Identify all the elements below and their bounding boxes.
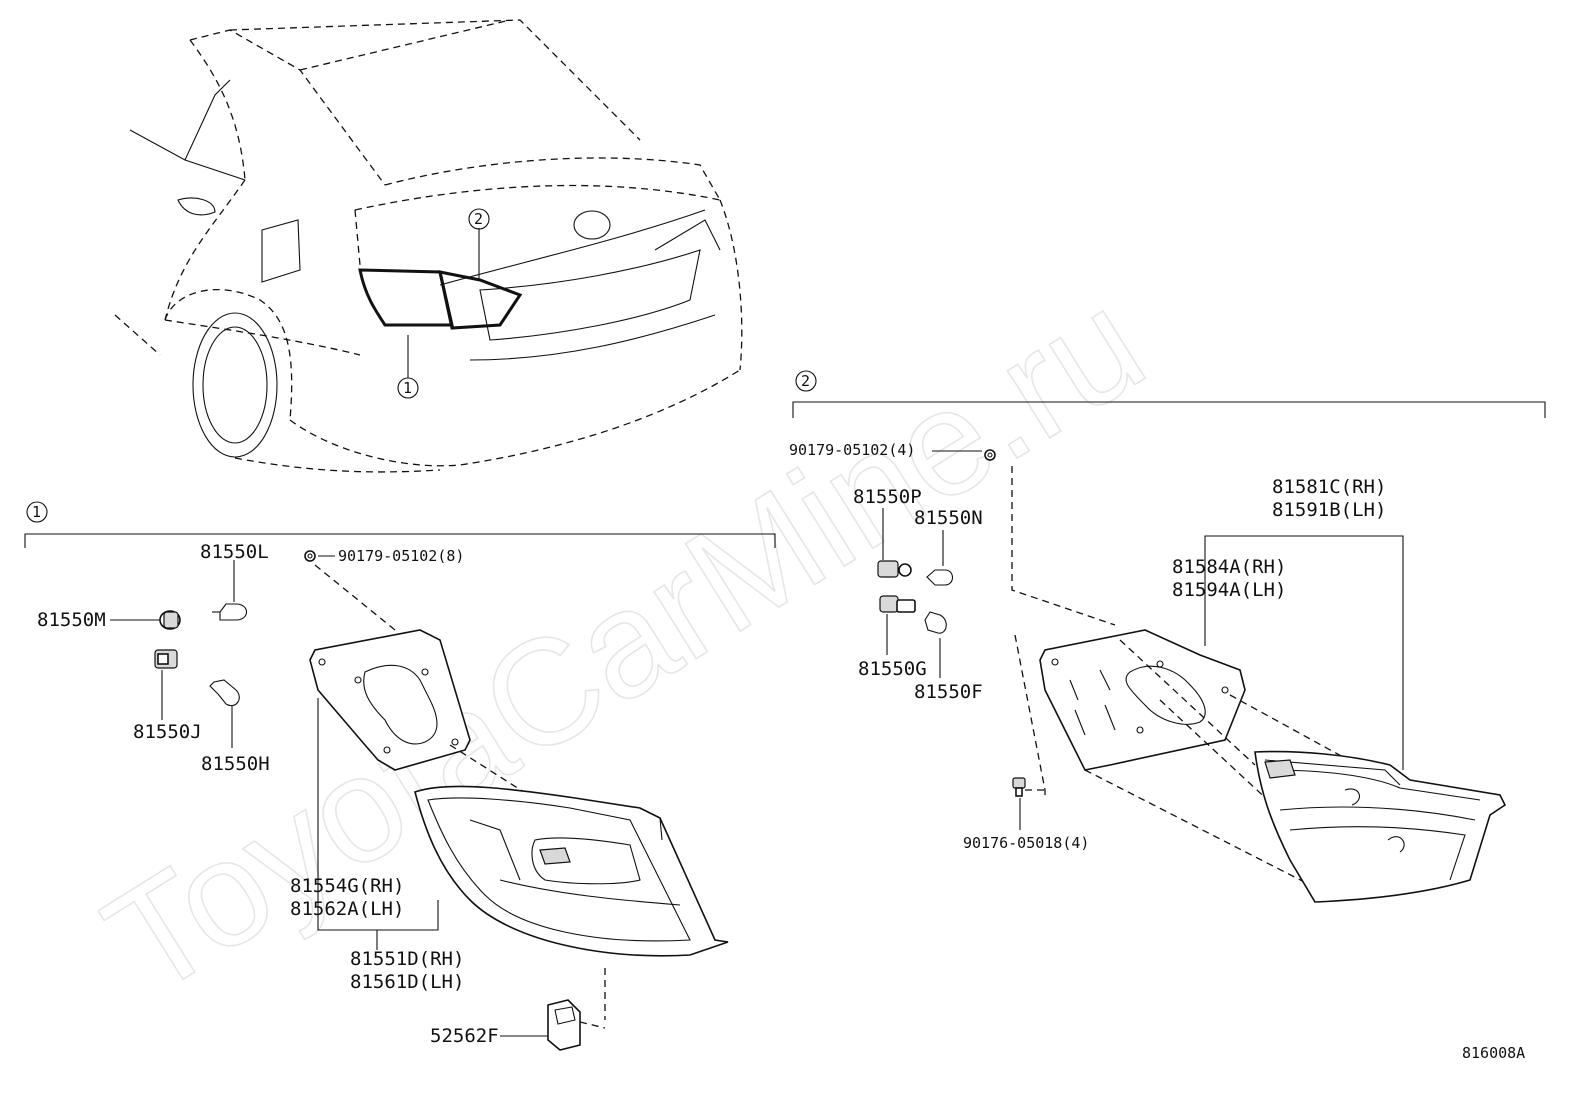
label-81550m: 81550M	[37, 609, 106, 631]
section-2-callout: 2	[801, 372, 810, 390]
label-81550j: 81550J	[133, 721, 202, 743]
section-1-outer-lamp: 1 81550L 81550M 81550J 81550H	[24, 501, 776, 1051]
callout-2-car: 2	[474, 210, 483, 228]
bulb-81550h-icon	[209, 679, 240, 707]
bulb-81550n-icon	[926, 569, 954, 586]
label-81550h: 81550H	[201, 753, 270, 775]
gasket-81554g-icon	[309, 629, 471, 771]
screw-icon	[984, 449, 996, 461]
car-rear-overview: 2 1	[114, 19, 743, 473]
label-81550f: 81550F	[914, 681, 983, 703]
label-81584a-rh: 81584A(RH)	[1172, 556, 1286, 578]
socket-81550j-icon	[154, 649, 178, 669]
lamp-assembly-81581c-icon	[1254, 750, 1507, 903]
label-81550n: 81550N	[914, 507, 983, 529]
bulb-81550f-icon	[924, 611, 947, 634]
label-90176-05018-4: 90176-05018(4)	[963, 834, 1089, 852]
screw-icon	[304, 550, 316, 562]
gasket-81584a-icon	[1039, 629, 1246, 771]
bulb-81550l-icon	[212, 603, 248, 621]
socket-81550p-icon	[877, 560, 912, 578]
label-81550p: 81550P	[853, 486, 922, 508]
label-90179-05102-8: 90179-05102(8)	[338, 547, 464, 565]
label-81561d-lh: 81561D(LH)	[350, 971, 464, 993]
label-81594a-lh: 81594A(LH)	[1172, 579, 1286, 601]
label-90179-05102-4: 90179-05102(4)	[789, 441, 915, 459]
diagram-code: 816008A	[1462, 1044, 1525, 1062]
section-2-inner-lamp: 2 90179-05102(4) 81550P 81550N 81550G	[789, 370, 1546, 903]
label-81550l: 81550L	[200, 541, 269, 563]
label-81551d-rh: 81551D(RH)	[350, 948, 464, 970]
clip-52562f-icon	[547, 999, 581, 1051]
label-52562f: 52562F	[430, 1025, 499, 1047]
label-81562a-lh: 81562A(LH)	[290, 898, 404, 920]
label-81550g: 81550G	[858, 658, 927, 680]
label-81581c-rh: 81581C(RH)	[1272, 476, 1386, 498]
socket-81550g-icon	[879, 595, 916, 613]
screw-bottom-icon	[1012, 777, 1026, 797]
callout-1-car: 1	[403, 379, 412, 397]
socket-81550m-icon	[159, 610, 181, 630]
label-81554g-rh: 81554G(RH)	[290, 875, 404, 897]
lamp-lens-81551d-icon	[414, 785, 729, 957]
label-81591b-lh: 81591B(LH)	[1272, 499, 1386, 521]
section-1-callout: 1	[32, 503, 41, 521]
